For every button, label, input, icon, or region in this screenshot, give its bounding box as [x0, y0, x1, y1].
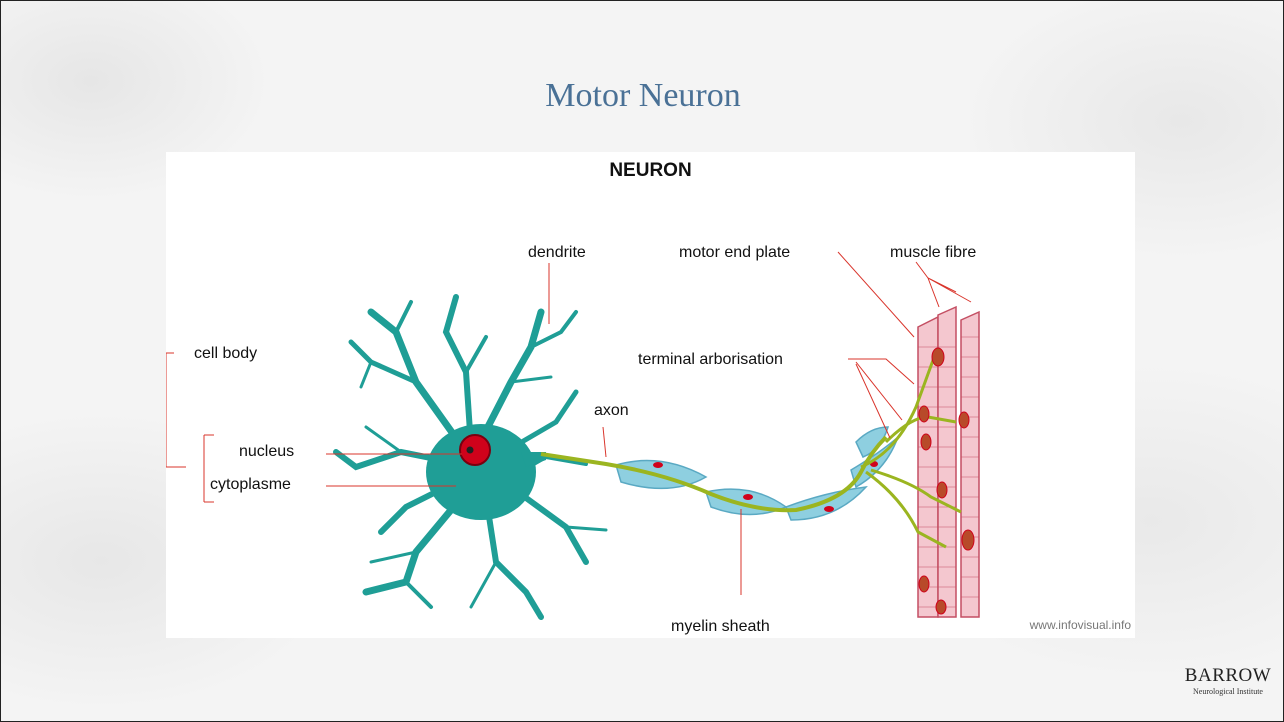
- label-cytoplasme: cytoplasme: [210, 476, 291, 494]
- neuron-illustration: [166, 152, 1135, 638]
- label-terminal-arborisation: terminal arborisation: [638, 351, 783, 369]
- image-credit: www.infovisual.info: [1030, 618, 1131, 632]
- figure-heading: NEURON: [166, 160, 1135, 182]
- label-axon: axon: [594, 402, 629, 420]
- neuron-diagram: NEURON dendrite motor end plate muscle f…: [166, 152, 1135, 638]
- slide-title: Motor Neuron: [1, 77, 1284, 115]
- label-motor-end-plate: motor end plate: [679, 244, 790, 262]
- leader-lines: [166, 252, 971, 595]
- logo-subtitle: Neurological Institute: [1184, 687, 1272, 696]
- label-myelin-sheath: myelin sheath: [671, 618, 770, 636]
- barrow-logo: BARROW Neurological Institute: [1184, 665, 1272, 711]
- label-nucleus: nucleus: [239, 443, 294, 461]
- muscle-fibres: [918, 307, 979, 617]
- logo-name: BARROW: [1184, 665, 1272, 687]
- label-muscle-fibre: muscle fibre: [890, 244, 976, 262]
- nucleus-shape: [460, 435, 490, 465]
- label-dendrite: dendrite: [528, 244, 586, 262]
- label-cell-body: cell body: [194, 345, 257, 363]
